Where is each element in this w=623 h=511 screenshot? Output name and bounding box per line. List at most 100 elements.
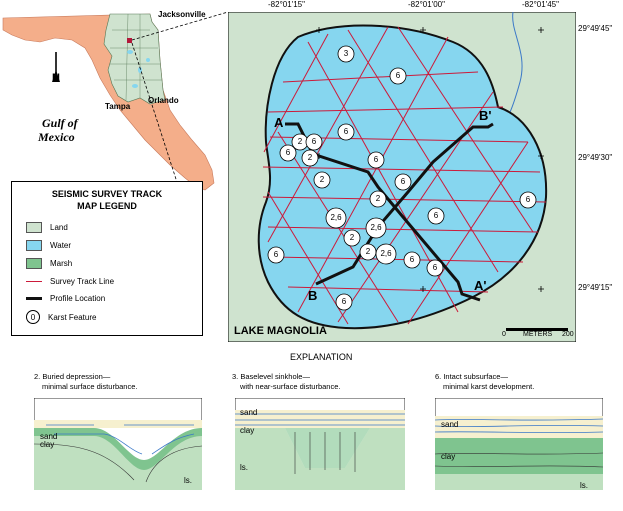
karst-feature-label: 2 <box>365 247 371 256</box>
gulf-label-line2: Mexico <box>38 130 75 144</box>
profile-6-caption-line2: minimal karst development. <box>443 382 535 391</box>
karst-feature-circle <box>267 246 285 264</box>
profile-3-caption-line1: 3. Baselevel sinkhole— <box>232 372 310 381</box>
profile-lines <box>285 122 494 302</box>
karst-feature-label: 6 <box>433 211 439 220</box>
karst-feature-circle <box>313 171 331 189</box>
karst-feature-label: 3 <box>343 49 349 58</box>
scale-bar <box>506 328 568 331</box>
karst-feature-circle <box>325 207 347 229</box>
karst-feature-circle <box>519 191 537 209</box>
karst-feature-label: 2 <box>297 137 303 146</box>
karst-symbol-icon: 0 <box>26 310 40 324</box>
legend-item-water: Water <box>26 240 71 251</box>
legend-item-track: Survey Track Line <box>26 277 114 286</box>
karst-feature-circle <box>427 207 445 225</box>
karst-feature-label: 6 <box>395 71 401 80</box>
profile-6-diagram <box>435 398 603 490</box>
north-arrow-icon <box>52 70 60 82</box>
land-swatch <box>26 222 42 233</box>
profile-2-caption: 2. Buried depression— minimal surface di… <box>34 372 137 392</box>
karst-feature-circle <box>301 149 319 167</box>
profile-label-b: B <box>308 288 318 303</box>
profile-line-a-a <box>285 122 481 302</box>
profile-3-sand-label: sand <box>240 408 258 417</box>
legend-box: SEISMIC SURVEY TRACK MAP LEGEND Land Wat… <box>11 181 203 336</box>
profile-3-caption-line2: with near-surface disturbance. <box>240 382 341 391</box>
marsh-swatch <box>26 258 42 269</box>
right-coord-1: 29°49'45" <box>578 24 613 33</box>
top-coord-1: -82°01'15" <box>268 0 305 9</box>
karst-feature-label: 2 <box>349 233 355 242</box>
city-orlando: Orlando <box>148 96 179 105</box>
profile-label-a-prime: A' <box>474 278 487 293</box>
profile-3-ls-label: ls. <box>240 463 248 472</box>
city-jacksonville: Jacksonville <box>158 10 206 19</box>
scale-max: 200 <box>562 331 574 338</box>
profile-6-caption-line1: 6. Intact subsurface— <box>435 372 508 381</box>
karst-feature-label: 2,6 <box>370 223 382 232</box>
top-coord-3: -82°01'45" <box>522 0 559 9</box>
karst-feature-label: 2,6 <box>330 213 342 222</box>
legend-label-profile: Profile Location <box>50 294 106 303</box>
study-site-marker <box>127 38 132 43</box>
florida-inset-map <box>2 11 229 200</box>
profile-6-caption: 6. Intact subsurface— minimal karst deve… <box>435 372 534 392</box>
leader-line-top <box>131 11 229 41</box>
karst-feature-label: 2 <box>319 175 325 184</box>
water-swatch <box>26 240 42 251</box>
karst-feature-circle <box>305 133 323 151</box>
inset-lakes <box>127 50 150 88</box>
karst-feature-label: 6 <box>409 255 415 264</box>
profile-3-clay-label: clay <box>240 426 255 435</box>
right-coord-2: 29°49'30" <box>578 153 613 162</box>
karst-feature-circle <box>365 217 387 239</box>
profile-2-ls-label: ls. <box>184 476 192 485</box>
profile-label-a: A <box>274 115 284 130</box>
right-coord-3: 29°49'15" <box>578 283 613 292</box>
explanation-title: EXPLANATION <box>290 352 353 362</box>
karst-feature-circle <box>403 251 421 269</box>
north-label: N <box>52 72 60 84</box>
karst-feature-circle <box>335 293 353 311</box>
profile-2-sand-label: sand <box>40 432 58 441</box>
profile-2-clay-label: clay <box>40 440 55 449</box>
karst-feature-label: 6 <box>343 127 349 136</box>
scale-units: METERS <box>523 331 553 338</box>
karst-feature-label: 6 <box>273 250 279 259</box>
legend-item-karst: 0 Karst Feature <box>26 310 96 324</box>
gulf-label-line1: Gulf of <box>42 116 78 130</box>
legend-label-water: Water <box>50 241 72 250</box>
karst-feature-label: 6 <box>525 195 531 204</box>
profile-6-sand-label: sand <box>441 420 459 429</box>
legend-label-land: Land <box>50 223 68 232</box>
profile-2-caption-line1: 2. Buried depression— <box>34 372 111 381</box>
legend-title-line2: MAP LEGEND <box>77 201 137 211</box>
karst-feature-circle <box>394 173 412 191</box>
profile-label-b-prime: B' <box>479 108 492 123</box>
track-line-symbol <box>26 281 42 282</box>
karst-feature-label: 2 <box>307 153 313 162</box>
legend-label-track: Survey Track Line <box>50 277 115 286</box>
karst-feature-label: 2 <box>375 194 381 203</box>
karst-feature-circle <box>426 259 444 277</box>
karst-feature-circle <box>367 151 385 169</box>
profile-3-diagram <box>235 398 405 490</box>
karst-feature-label: 6 <box>432 263 438 272</box>
karst-feature-label: 6 <box>341 297 347 306</box>
profile-2-caption-line2: minimal surface disturbance. <box>42 382 138 391</box>
legend-item-land: Land <box>26 222 68 233</box>
profile-6-ls-label: ls. <box>580 481 588 490</box>
karst-feature-label: 6 <box>311 137 317 146</box>
karst-feature-label: 6 <box>373 155 379 164</box>
karst-feature-circle <box>337 45 355 63</box>
profile-6-clay-label: clay <box>441 452 456 461</box>
karst-feature-circle <box>369 190 387 208</box>
karst-feature-label: 6 <box>400 177 406 186</box>
lake-name-label: LAKE MAGNOLIA <box>234 325 327 337</box>
profile-line-b-b <box>315 122 494 286</box>
city-tampa: Tampa <box>105 102 131 111</box>
karst-feature-circles <box>267 45 537 311</box>
karst-feature-label: 2,6 <box>380 249 392 258</box>
legend-item-marsh: Marsh <box>26 258 72 269</box>
